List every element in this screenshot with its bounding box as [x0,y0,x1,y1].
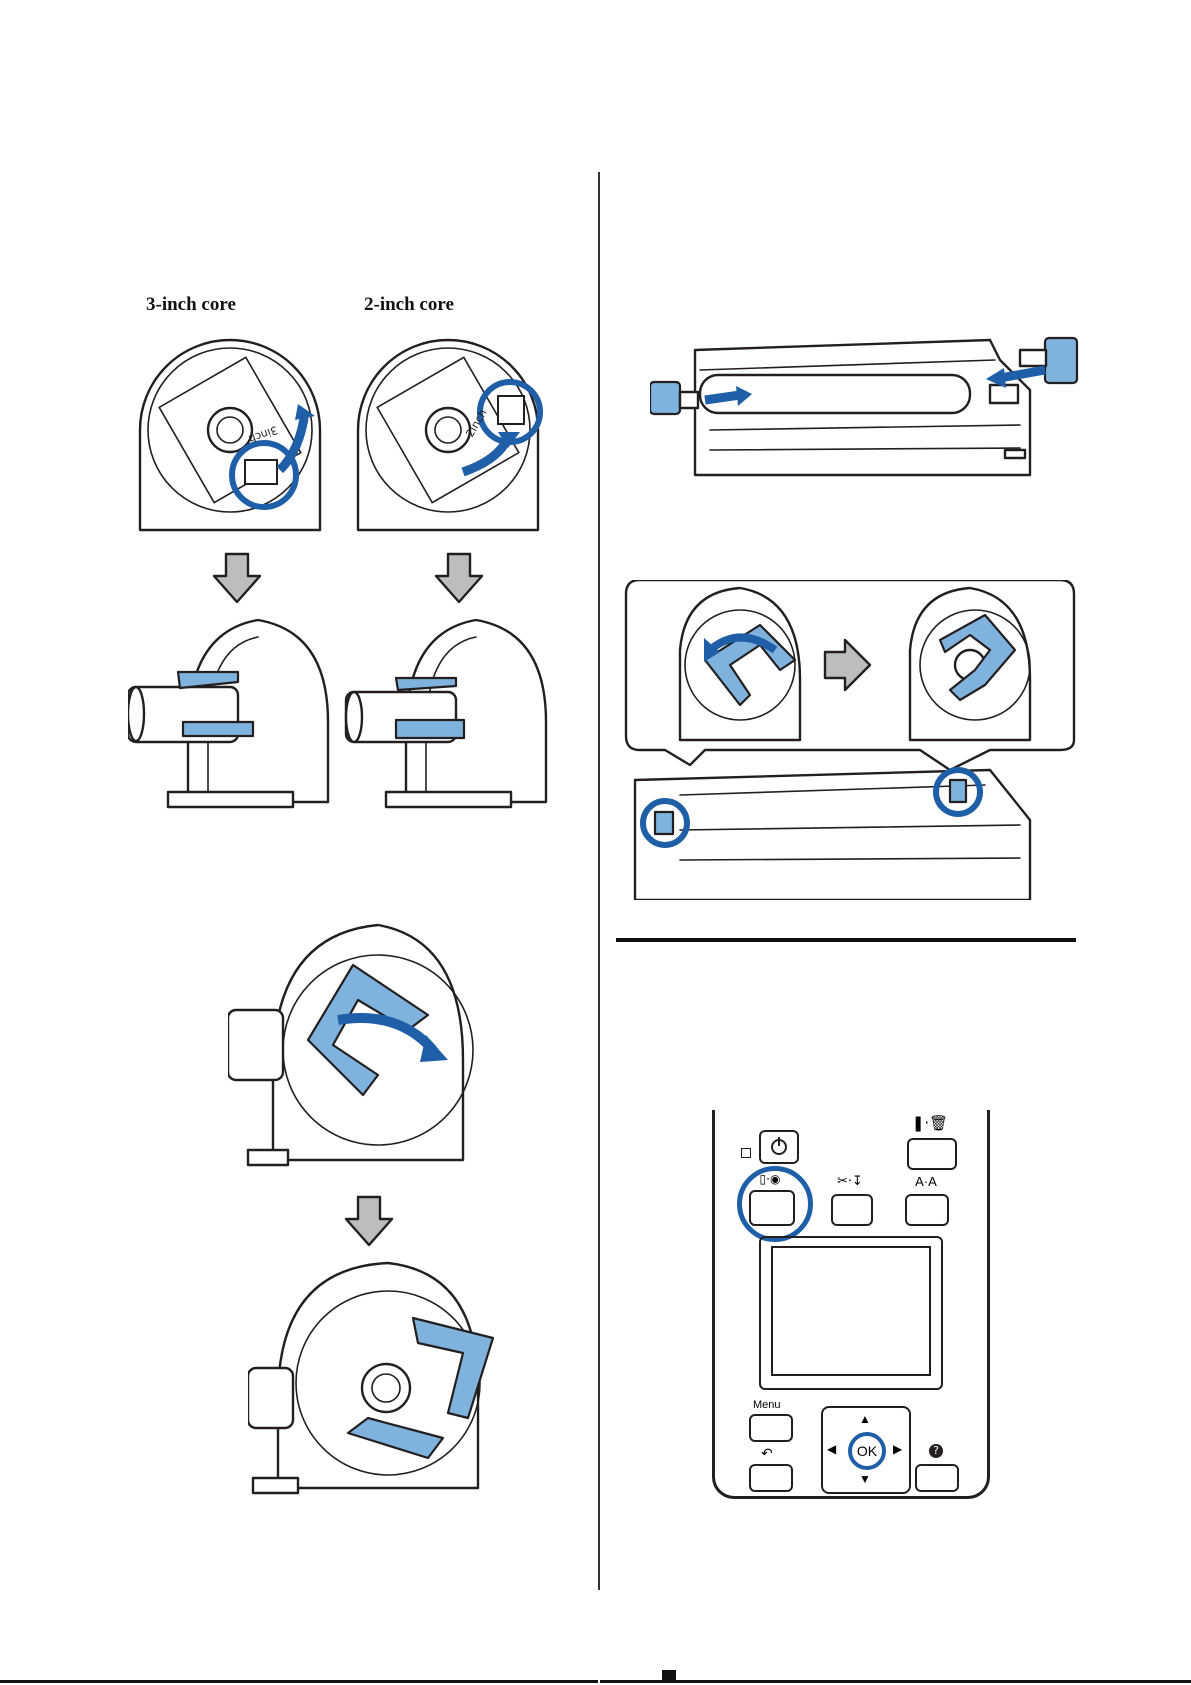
column-divider [598,172,600,1590]
printer-roll-insert-figure [650,330,1090,480]
adapter-3inch-dial: 3inch [140,340,320,530]
adapter-2inch-side [346,620,546,807]
adapter-dials-figure: 3inch 2inch [130,320,570,540]
roll-lever-lock-figure [620,580,1080,900]
ok-label: OK [857,1443,877,1459]
footer-rule-right [600,1680,1191,1683]
media-source-highlight [737,1166,813,1242]
back-icon: ↶ [761,1446,773,1462]
help-icon: ? [929,1444,943,1458]
ok-button[interactable]: OK [848,1432,886,1470]
back-button[interactable] [749,1464,793,1492]
down-arrow-right [434,552,484,604]
cut-feed-button[interactable] [831,1194,873,1226]
help-button[interactable] [915,1464,959,1492]
adapter-lever-closed-figure [248,1258,508,1498]
adapter-lever-open-figure [228,920,488,1170]
down-arrow-icon: ▼ [859,1472,871,1487]
menu-label: Menu [753,1399,781,1411]
cut-feed-icon: ✂·↧ [825,1174,875,1190]
footer-rule-left [0,1680,598,1683]
adapter-3inch-side [128,620,328,807]
power-icon [761,1132,797,1162]
lever-open-detail [680,588,800,740]
power-led [741,1148,751,1158]
nozzle-button[interactable] [905,1194,949,1226]
navigation-pad[interactable]: ▲ ▼ ◀ ▶ OK [821,1406,911,1494]
footer-mark [662,1670,676,1682]
power-button[interactable] [759,1130,799,1164]
down-arrow-center [344,1195,394,1247]
section-rule [616,938,1076,942]
pause-cancel-icon: ❚·🗑 [905,1114,955,1132]
up-arrow-icon: ▲ [859,1412,871,1427]
core-2inch-caption: 2-inch core [364,294,454,316]
core-3inch-caption: 3-inch core [146,294,236,316]
adapter-2inch-dial: 2inch [358,340,540,530]
down-arrow-left [212,552,262,604]
left-arrow-icon: ◀ [827,1442,836,1457]
nozzle-icon: A·A [901,1174,951,1190]
menu-button[interactable] [749,1414,793,1442]
lcd-screen [771,1246,931,1376]
pause-cancel-button[interactable] [907,1138,957,1170]
lever-closed-detail [910,588,1030,740]
control-panel: ❚·🗑 ▯·◉ ✂·↧ A·A Menu ↶ ▲ ▼ ◀ ▶ OK ? [712,1110,990,1499]
right-arrow-icon: ▶ [893,1442,902,1457]
adapter-side-views [128,612,568,812]
